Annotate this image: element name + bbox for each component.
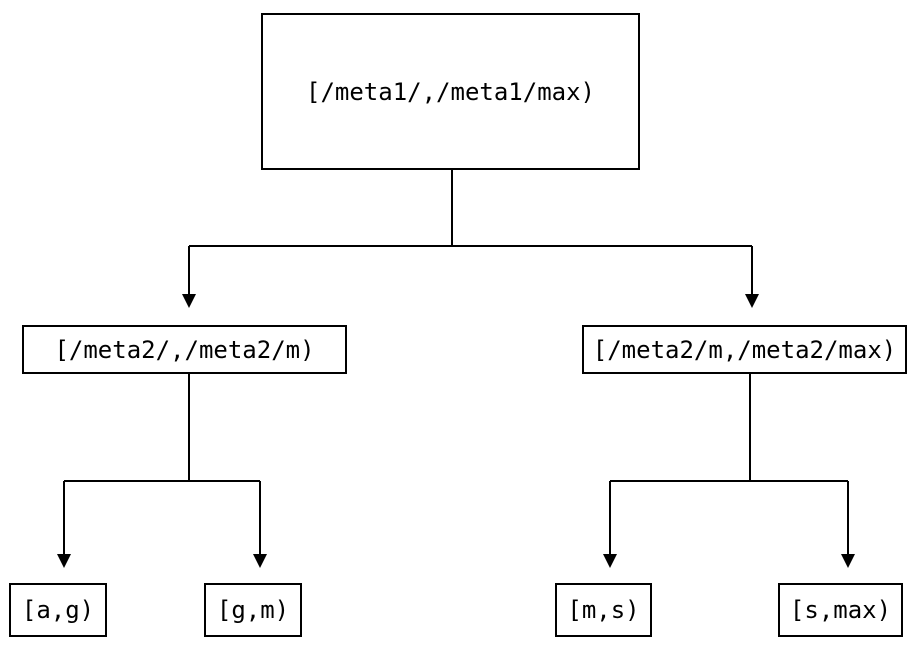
arrowhead-to-leaf-smax-icon bbox=[841, 554, 855, 568]
arrowhead-to-leaf-gm-icon bbox=[253, 554, 267, 568]
arrowhead-to-leaf-ms-icon bbox=[603, 554, 617, 568]
arrowhead-to-right-icon bbox=[745, 294, 759, 308]
tree-node-root: [/meta1/,/meta1/max) bbox=[261, 13, 640, 170]
arrowhead-to-left-icon bbox=[182, 294, 196, 308]
tree-node-meta2-high: [/meta2/m,/meta2/max) bbox=[582, 325, 907, 374]
tree-node-leaf-gm: [g,m) bbox=[204, 583, 302, 637]
arrowhead-to-leaf-ag-icon bbox=[57, 554, 71, 568]
tree-node-leaf-smax: [s,max) bbox=[778, 583, 903, 637]
tree-node-meta2-low: [/meta2/,/meta2/m) bbox=[22, 325, 347, 374]
tree-node-leaf-ms: [m,s) bbox=[555, 583, 652, 637]
tree-node-leaf-ag: [a,g) bbox=[9, 583, 107, 637]
